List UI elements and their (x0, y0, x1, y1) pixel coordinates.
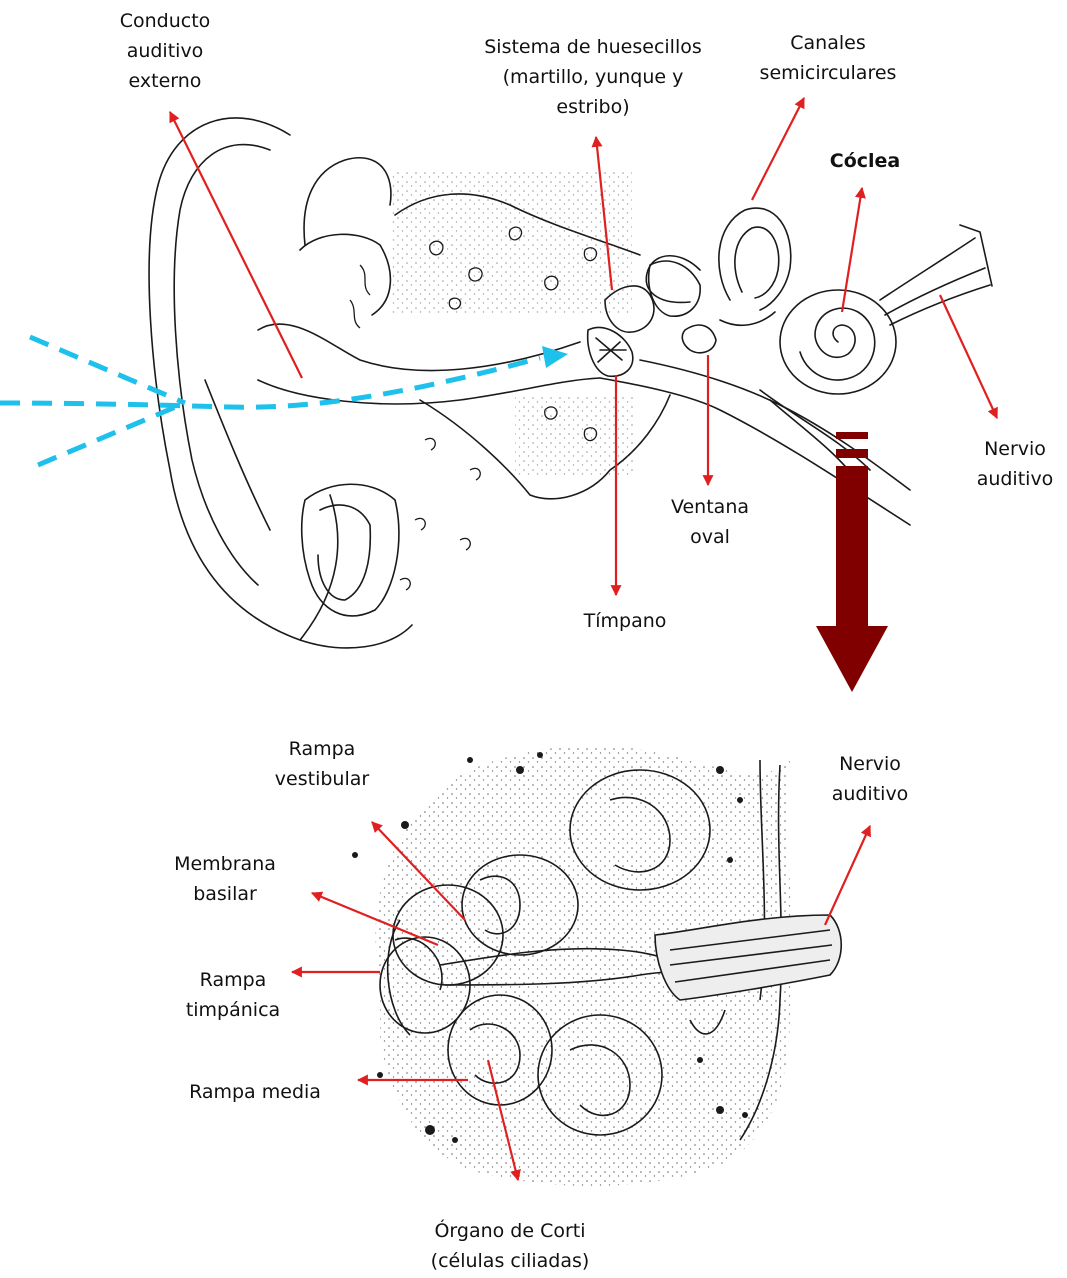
label-rampa-media: Rampa media (165, 1077, 345, 1107)
bone-texture (350, 170, 635, 590)
label-ventana-oval: Ventana oval (655, 492, 765, 552)
sound-wave (0, 337, 540, 465)
canal-upper-wall (258, 324, 580, 371)
arrow-nervio (940, 295, 997, 418)
label-organo-de-corti: Órgano de Corti (células ciliadas) (385, 1216, 635, 1276)
label-nervio-auditivo-2: Nervio auditivo (820, 749, 920, 809)
auricle-outline (149, 118, 412, 648)
label-rampa-timpanica: Rampa timpánica (168, 965, 298, 1025)
arrow-canales (752, 98, 804, 200)
label-nervio-auditivo: Nervio auditivo (965, 434, 1065, 494)
arrow-nervio-2 (825, 826, 870, 925)
helix-inner (174, 145, 270, 585)
label-timpano: Tímpano (570, 606, 680, 636)
label-coclea: Cóclea (815, 146, 915, 176)
label-rampa-vestibular: Rampa vestibular (262, 734, 382, 794)
label-conducto-auditivo-externo: Conducto auditivo externo (105, 6, 225, 96)
antihelix (205, 380, 270, 530)
label-membrana-basilar: Membrana basilar (160, 849, 290, 909)
cochlea-cross-section (352, 746, 841, 1186)
sound-wave-arrowhead (542, 346, 568, 368)
label-sistema-huesecillos: Sistema de huesecillos (martillo, yunque… (468, 32, 718, 122)
arrow-conducto (170, 112, 302, 378)
label-canales-semicirculares: Canales semicirculares (748, 28, 908, 88)
auditory-nerve-bundle (880, 238, 975, 300)
semicircular-canals (719, 208, 791, 310)
